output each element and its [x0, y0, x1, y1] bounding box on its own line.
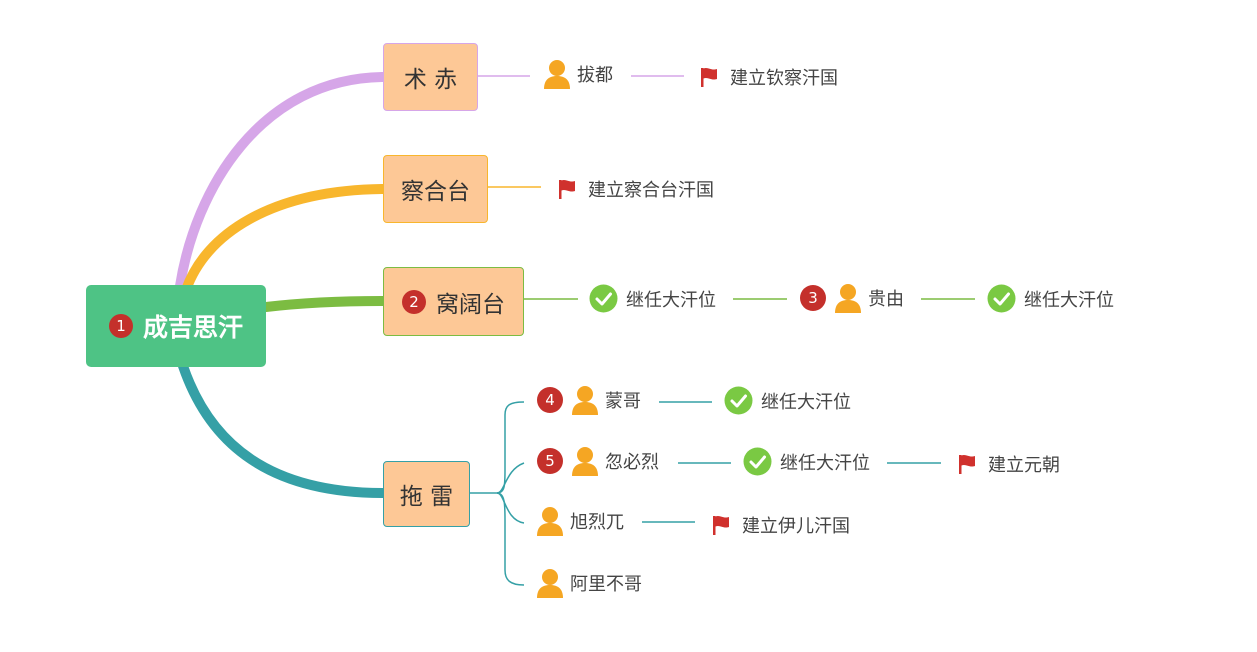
topic-guyuk[interactable]: 3 贵由: [800, 283, 904, 313]
person-icon: [571, 385, 599, 415]
check-icon: [743, 447, 772, 476]
topic-kublai[interactable]: 5 忽必烈: [537, 446, 659, 476]
person-icon: [571, 446, 599, 476]
branch-label: 拖 雷: [399, 484, 454, 510]
topic-label: 继任大汗位: [761, 391, 851, 413]
topic-label: 继任大汗位: [780, 452, 870, 474]
branch-node-chagatai[interactable]: 察合台: [383, 155, 488, 223]
topic-label: 阿里不哥: [570, 574, 642, 595]
topic-label: 建立元朝: [988, 455, 1060, 476]
topic-ariq-boke[interactable]: 阿里不哥: [536, 568, 642, 598]
branch-link-ogedei: [261, 296, 389, 312]
topic-label: 蒙哥: [605, 391, 641, 412]
branch-label: 术 赤: [403, 67, 458, 93]
topic-kipchak[interactable]: 建立钦察汗国: [700, 64, 838, 90]
branch-label: 窝阔台: [436, 291, 505, 318]
person-icon: [536, 506, 564, 536]
topic-chagatai-khanate[interactable]: 建立察合台汗国: [558, 176, 714, 202]
person-icon: [536, 568, 564, 598]
root-label: 成吉思汗: [142, 313, 243, 342]
topic-kublai-khan[interactable]: 继任大汗位: [743, 447, 870, 476]
flag-icon: [700, 67, 718, 87]
topic-batu[interactable]: 拔都: [543, 59, 613, 89]
topic-yuan[interactable]: 建立元朝: [958, 451, 1060, 477]
check-icon: [589, 284, 618, 313]
priority-badge: 5: [537, 448, 563, 474]
topic-label: 忽必烈: [605, 452, 659, 473]
branch-label: 察合台: [401, 179, 470, 205]
topic-label: 继任大汗位: [1024, 289, 1114, 311]
topic-label: 建立察合台汗国: [588, 180, 714, 201]
topic-label: 贵由: [868, 289, 904, 310]
branch-link-tolui: [178, 361, 389, 498]
check-icon: [724, 386, 753, 415]
root-node[interactable]: 1 成吉思汗: [86, 285, 266, 367]
topic-hulagu[interactable]: 旭烈兀: [536, 506, 624, 536]
flag-icon: [958, 454, 976, 474]
topic-label: 建立钦察汗国: [730, 68, 838, 89]
topic-mongke[interactable]: 4 蒙哥: [537, 385, 641, 415]
topic-label: 拔都: [577, 65, 613, 86]
priority-badge: 4: [537, 387, 563, 413]
topic-ilkhanate[interactable]: 建立伊儿汗国: [712, 512, 850, 538]
topic-label: 旭烈兀: [570, 512, 624, 533]
topic-guyuk-khan[interactable]: 继任大汗位: [987, 284, 1114, 313]
branch-node-tolui[interactable]: 拖 雷: [383, 461, 470, 527]
branch-link-jochi: [175, 72, 389, 291]
check-icon: [987, 284, 1016, 313]
topic-label: 继任大汗位: [626, 289, 716, 311]
flag-icon: [558, 179, 576, 199]
priority-badge: 3: [800, 285, 826, 311]
person-icon: [543, 59, 571, 89]
branch-node-jochi[interactable]: 术 赤: [383, 43, 478, 111]
topic-label: 建立伊儿汗国: [742, 516, 850, 537]
priority-badge: 1: [108, 314, 133, 338]
branch-node-ogedei[interactable]: 2 窝阔台: [383, 267, 524, 336]
branch-link-chagatai: [181, 184, 389, 295]
flag-icon: [712, 515, 730, 535]
topic-ogedei-khan[interactable]: 继任大汗位: [589, 284, 716, 313]
topic-mongke-khan[interactable]: 继任大汗位: [724, 386, 851, 415]
person-icon: [834, 283, 862, 313]
priority-badge: 2: [402, 289, 426, 314]
